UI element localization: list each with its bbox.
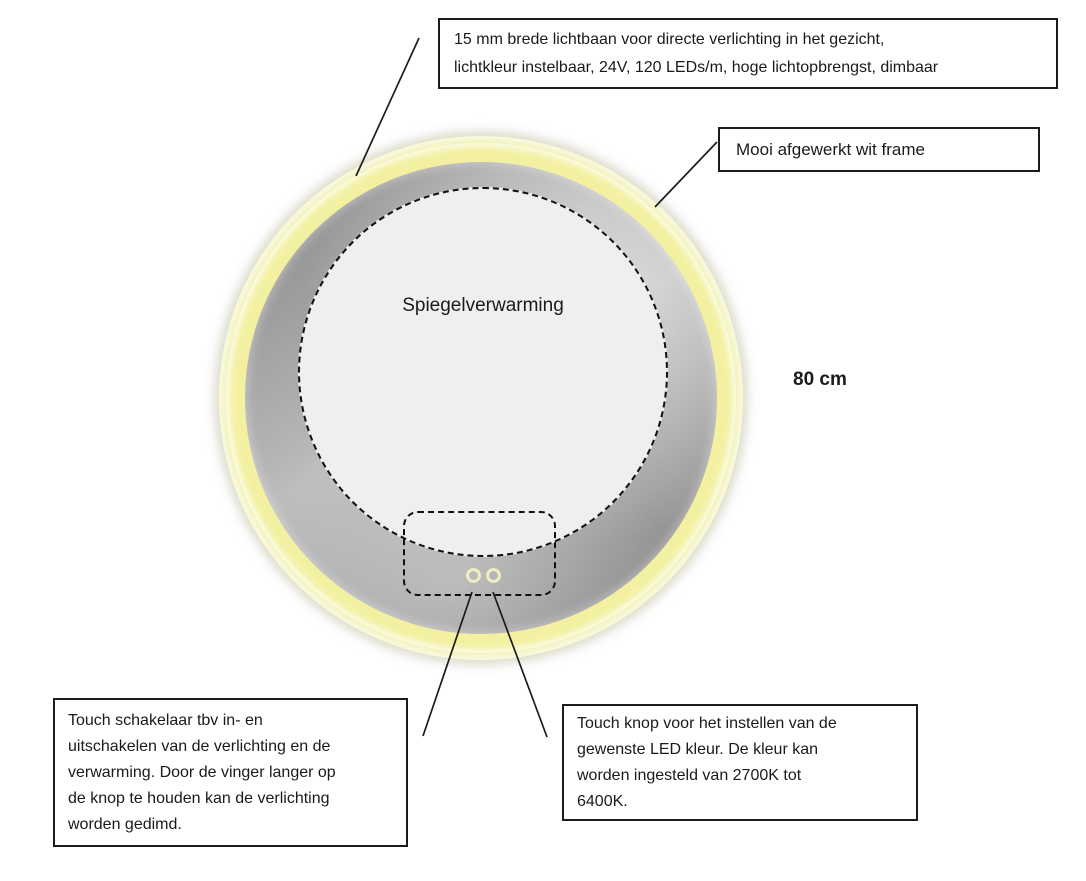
leader-line-frame [654, 141, 718, 208]
power-switch-note: Touch schakelaar tbv in- en uitschakelen… [53, 698, 408, 847]
light-band-note: 15 mm brede lichtbaan voor directe verli… [438, 18, 1058, 89]
heating-zone-outline: Spiegelverwarming [298, 187, 668, 557]
light-band-note-line-2: lichtkleur instelbaar, 24V, 120 LEDs/m, … [454, 59, 939, 76]
color-button-note-line-3: worden ingesteld van 2700K tot [577, 767, 802, 784]
color-button-note-line-1: Touch knop voor het instellen van de [577, 715, 837, 732]
power-switch-note-line-2: uitschakelen van de verlichting en de [68, 738, 331, 755]
frame-note: Mooi afgewerkt wit frame [718, 127, 1040, 172]
color-button-note: Touch knop voor het instellen van de gew… [562, 704, 918, 821]
power-switch-note-line-4: de knop te houden kan de verlichting [68, 790, 330, 807]
heating-zone-label: Spiegelverwarming [402, 295, 564, 316]
touch-sensor-zone-outline [403, 511, 556, 596]
power-touch-button-icon [466, 568, 481, 583]
power-switch-note-line-5: worden gedimd. [68, 816, 182, 833]
power-switch-note-line-3: verwarming. Door de vinger langer op [68, 764, 336, 781]
color-button-note-line-2: gewenste LED kleur. De kleur kan [577, 741, 819, 758]
frame-note-text: Mooi afgewerkt wit frame [736, 139, 925, 159]
power-switch-note-line-1: Touch schakelaar tbv in- en [68, 712, 263, 729]
light-band-note-line-1: 15 mm brede lichtbaan voor directe verli… [454, 31, 885, 48]
color-button-note-line-4: 6400K. [577, 793, 628, 810]
color-touch-button-icon [486, 568, 501, 583]
diameter-label: 80 cm [793, 369, 847, 390]
